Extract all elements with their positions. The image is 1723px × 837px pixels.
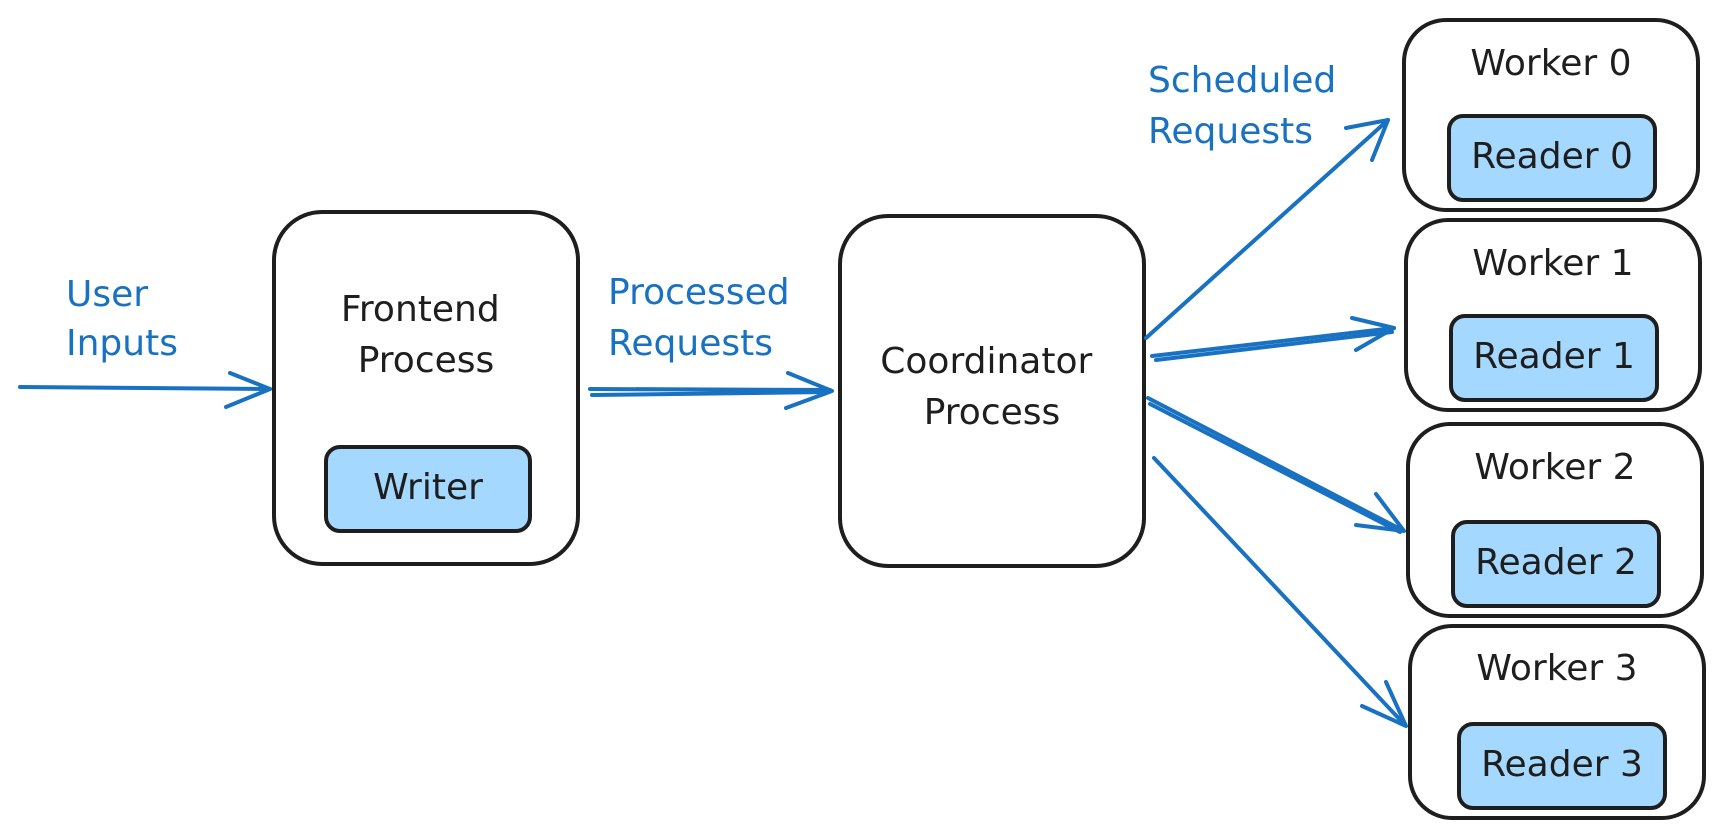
reader-2-label: Reader 2 (1475, 542, 1637, 583)
worker-3-box: Worker 3 Reader 3 (1408, 624, 1706, 820)
coordinator-process-box: Coordinator Process (838, 214, 1146, 568)
frontend-title-line2: Process (358, 340, 495, 381)
processed-requests-label-line1: Processed (608, 272, 790, 313)
scheduled-arrow-worker-1 (1150, 316, 1396, 362)
frontend-process-box: Frontend Process Writer (272, 210, 580, 566)
writer-box (324, 445, 532, 533)
reader-0-label: Reader 0 (1471, 136, 1633, 177)
scheduled-requests-label-line1: Scheduled (1148, 60, 1336, 101)
processed-requests-arrow (588, 371, 834, 410)
scheduled-requests-label: Scheduled Requests (1148, 60, 1348, 152)
reader-1-label: Reader 1 (1473, 336, 1635, 377)
coordinator-title-line1: Coordinator (880, 341, 1092, 382)
frontend-title-line1: Frontend (341, 289, 500, 330)
worker-1-box: Worker 1 Reader 1 (1404, 218, 1702, 412)
writer-label: Writer (373, 467, 483, 508)
scheduled-arrow-worker-3 (1152, 456, 1408, 728)
worker-3-label: Worker 3 (1476, 648, 1637, 689)
user-inputs-arrow (18, 371, 272, 409)
reader-3-box (1457, 722, 1667, 810)
user-inputs-label: User Inputs (66, 274, 178, 364)
scheduled-requests-label-line2: Requests (1148, 111, 1313, 152)
processed-requests-label: Processed Requests (608, 272, 801, 364)
worker-2-box: Worker 2 Reader 2 (1406, 422, 1704, 618)
worker-0-box: Worker 0 Reader 0 (1402, 18, 1700, 212)
reader-1-box (1449, 314, 1659, 402)
worker-0-label: Worker 0 (1470, 43, 1631, 84)
user-inputs-label-line2: Inputs (66, 323, 178, 364)
scheduled-arrow-worker-2 (1146, 396, 1406, 534)
processed-requests-label-line2: Requests (608, 323, 773, 364)
coordinator-title-line2: Process (924, 392, 1061, 433)
frontend-process-title: Frontend Process (341, 289, 511, 381)
coordinator-process-title: Coordinator Process (880, 341, 1103, 433)
worker-1-label: Worker 1 (1472, 243, 1633, 284)
worker-2-label: Worker 2 (1474, 447, 1635, 488)
user-inputs-label-line1: User (66, 274, 148, 315)
reader-3-label: Reader 3 (1481, 744, 1643, 785)
reader-2-box (1451, 520, 1661, 608)
coordinator-process-frame (838, 214, 1146, 568)
reader-0-box (1447, 114, 1657, 202)
scheduled-arrow-worker-0 (1144, 118, 1390, 340)
